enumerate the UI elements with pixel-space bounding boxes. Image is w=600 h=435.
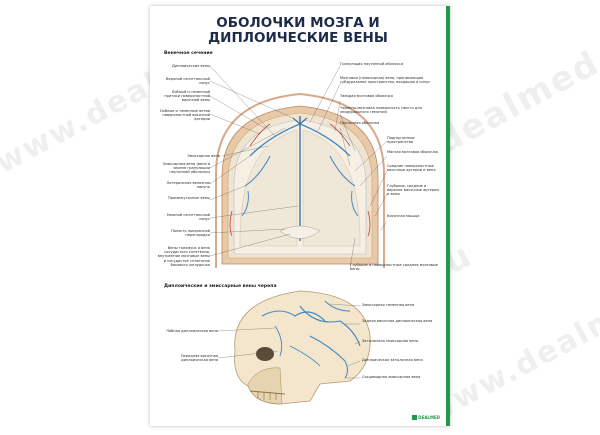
- poster-title: ОБОЛОЧКИ МОЗГА И ДИПЛОИЧЕСКИЕ ВЕНЫ: [150, 16, 446, 46]
- label-deep-temporal-vessels: Глубокие, средние и верхние височные арт…: [387, 184, 439, 197]
- label-inferior-sagittal-sinus: Нижний сагиттальный синус: [166, 213, 210, 222]
- section-coronal-heading: Венечное сечение: [164, 51, 213, 56]
- label-thalamic-veins: Вены таламуса и вена сосудистого сплетен…: [157, 246, 210, 267]
- label-arachnoid-granulation: Грануляция паутинной оболочки: [340, 62, 403, 66]
- logo-mark-icon: [412, 415, 418, 420]
- poster-accent-bar: [446, 6, 450, 426]
- title-line-2: ДИПЛОИЧЕСКИЕ ВЕНЫ: [208, 30, 388, 46]
- label-cerebral-vein-subdural: Мозговая (гомосидная) вена, проникающая …: [340, 76, 431, 85]
- label-emissary-vein: Эмиссарная вена: [187, 154, 220, 158]
- label-anterior-temporal-diploic-vein: Передняя височная диплоическая вена: [180, 354, 218, 363]
- label-arachnoid-mater: Паутинная оболочка: [340, 121, 380, 125]
- section-skull-heading: Диплоические и эмиссарные вены черепа: [164, 284, 277, 289]
- label-frontal-parietal-branches: Лобные и теменные ветви поверхностной ви…: [159, 109, 210, 122]
- label-occipital-diploic-vein: Диплоическая затылочная вена: [362, 358, 423, 362]
- label-middle-temporal-vessels: Средние поверхностные височные артерии и…: [387, 164, 436, 173]
- logo-text: DEALMED: [418, 414, 440, 420]
- leader-lines-top: [209, 65, 388, 269]
- label-occipital-emissary-vein: Затылочная эмиссарная вена: [362, 339, 419, 343]
- label-subarachnoid-space: Подпаутинное пространство: [387, 136, 415, 145]
- label-middle-cerebral-veins: Глубокие и поверхностные средние мозговы…: [350, 263, 438, 272]
- label-frontal-parietal-tributaries: Лобный и теменный притоки поверхностной …: [164, 90, 210, 103]
- label-parietal-emissary-vein: Эмиссарная теменная вена: [362, 303, 415, 307]
- label-superior-sagittal-sinus: Верхний сагиттальный синус: [166, 77, 210, 86]
- label-pia-mater: Мягкая мозговая оболочка: [387, 150, 438, 154]
- title-line-1: ОБОЛОЧКИ МОЗГА И: [216, 15, 380, 31]
- label-septum-pellucidum-cavity: Полость прозрачной перегородки: [171, 229, 210, 238]
- label-diploic-veins: Диплоические вены: [171, 64, 210, 68]
- leader-lines-bottom: [217, 303, 361, 379]
- coronal-section-figure: [215, 92, 385, 268]
- label-emissary-vein-granulation: Эмиссарная вена (вена в черепе гранулици…: [162, 162, 210, 175]
- label-posterior-temporal-diploic-vein: Задняя височная диплоическая вена: [362, 319, 433, 323]
- skull-figure: [234, 290, 371, 405]
- brand-logo: DEALMED: [412, 414, 440, 420]
- label-cranial-surface: Черепно-мозговая поверхность (место для …: [340, 106, 422, 115]
- anatomy-illustrations: [209, 65, 388, 405]
- label-mastoid-emissary-vein: Сосцевидная эмиссарная вена: [362, 375, 421, 379]
- label-frontal-diploic-vein: Лобная диплоическая вена: [166, 329, 218, 333]
- label-temporalis-muscle: Височная мышца: [387, 214, 420, 218]
- label-dura-mater: Твердая мозговая оболочка: [340, 94, 393, 98]
- label-lateral-venous-lacuna: Латеральная венозная лакуна: [166, 181, 210, 190]
- label-bridging-veins: Промежуточные вены: [168, 196, 210, 200]
- anatomy-poster: ОБОЛОЧКИ МОЗГА И ДИПЛОИЧЕСКИЕ ВЕНЫ Венеч…: [150, 6, 450, 426]
